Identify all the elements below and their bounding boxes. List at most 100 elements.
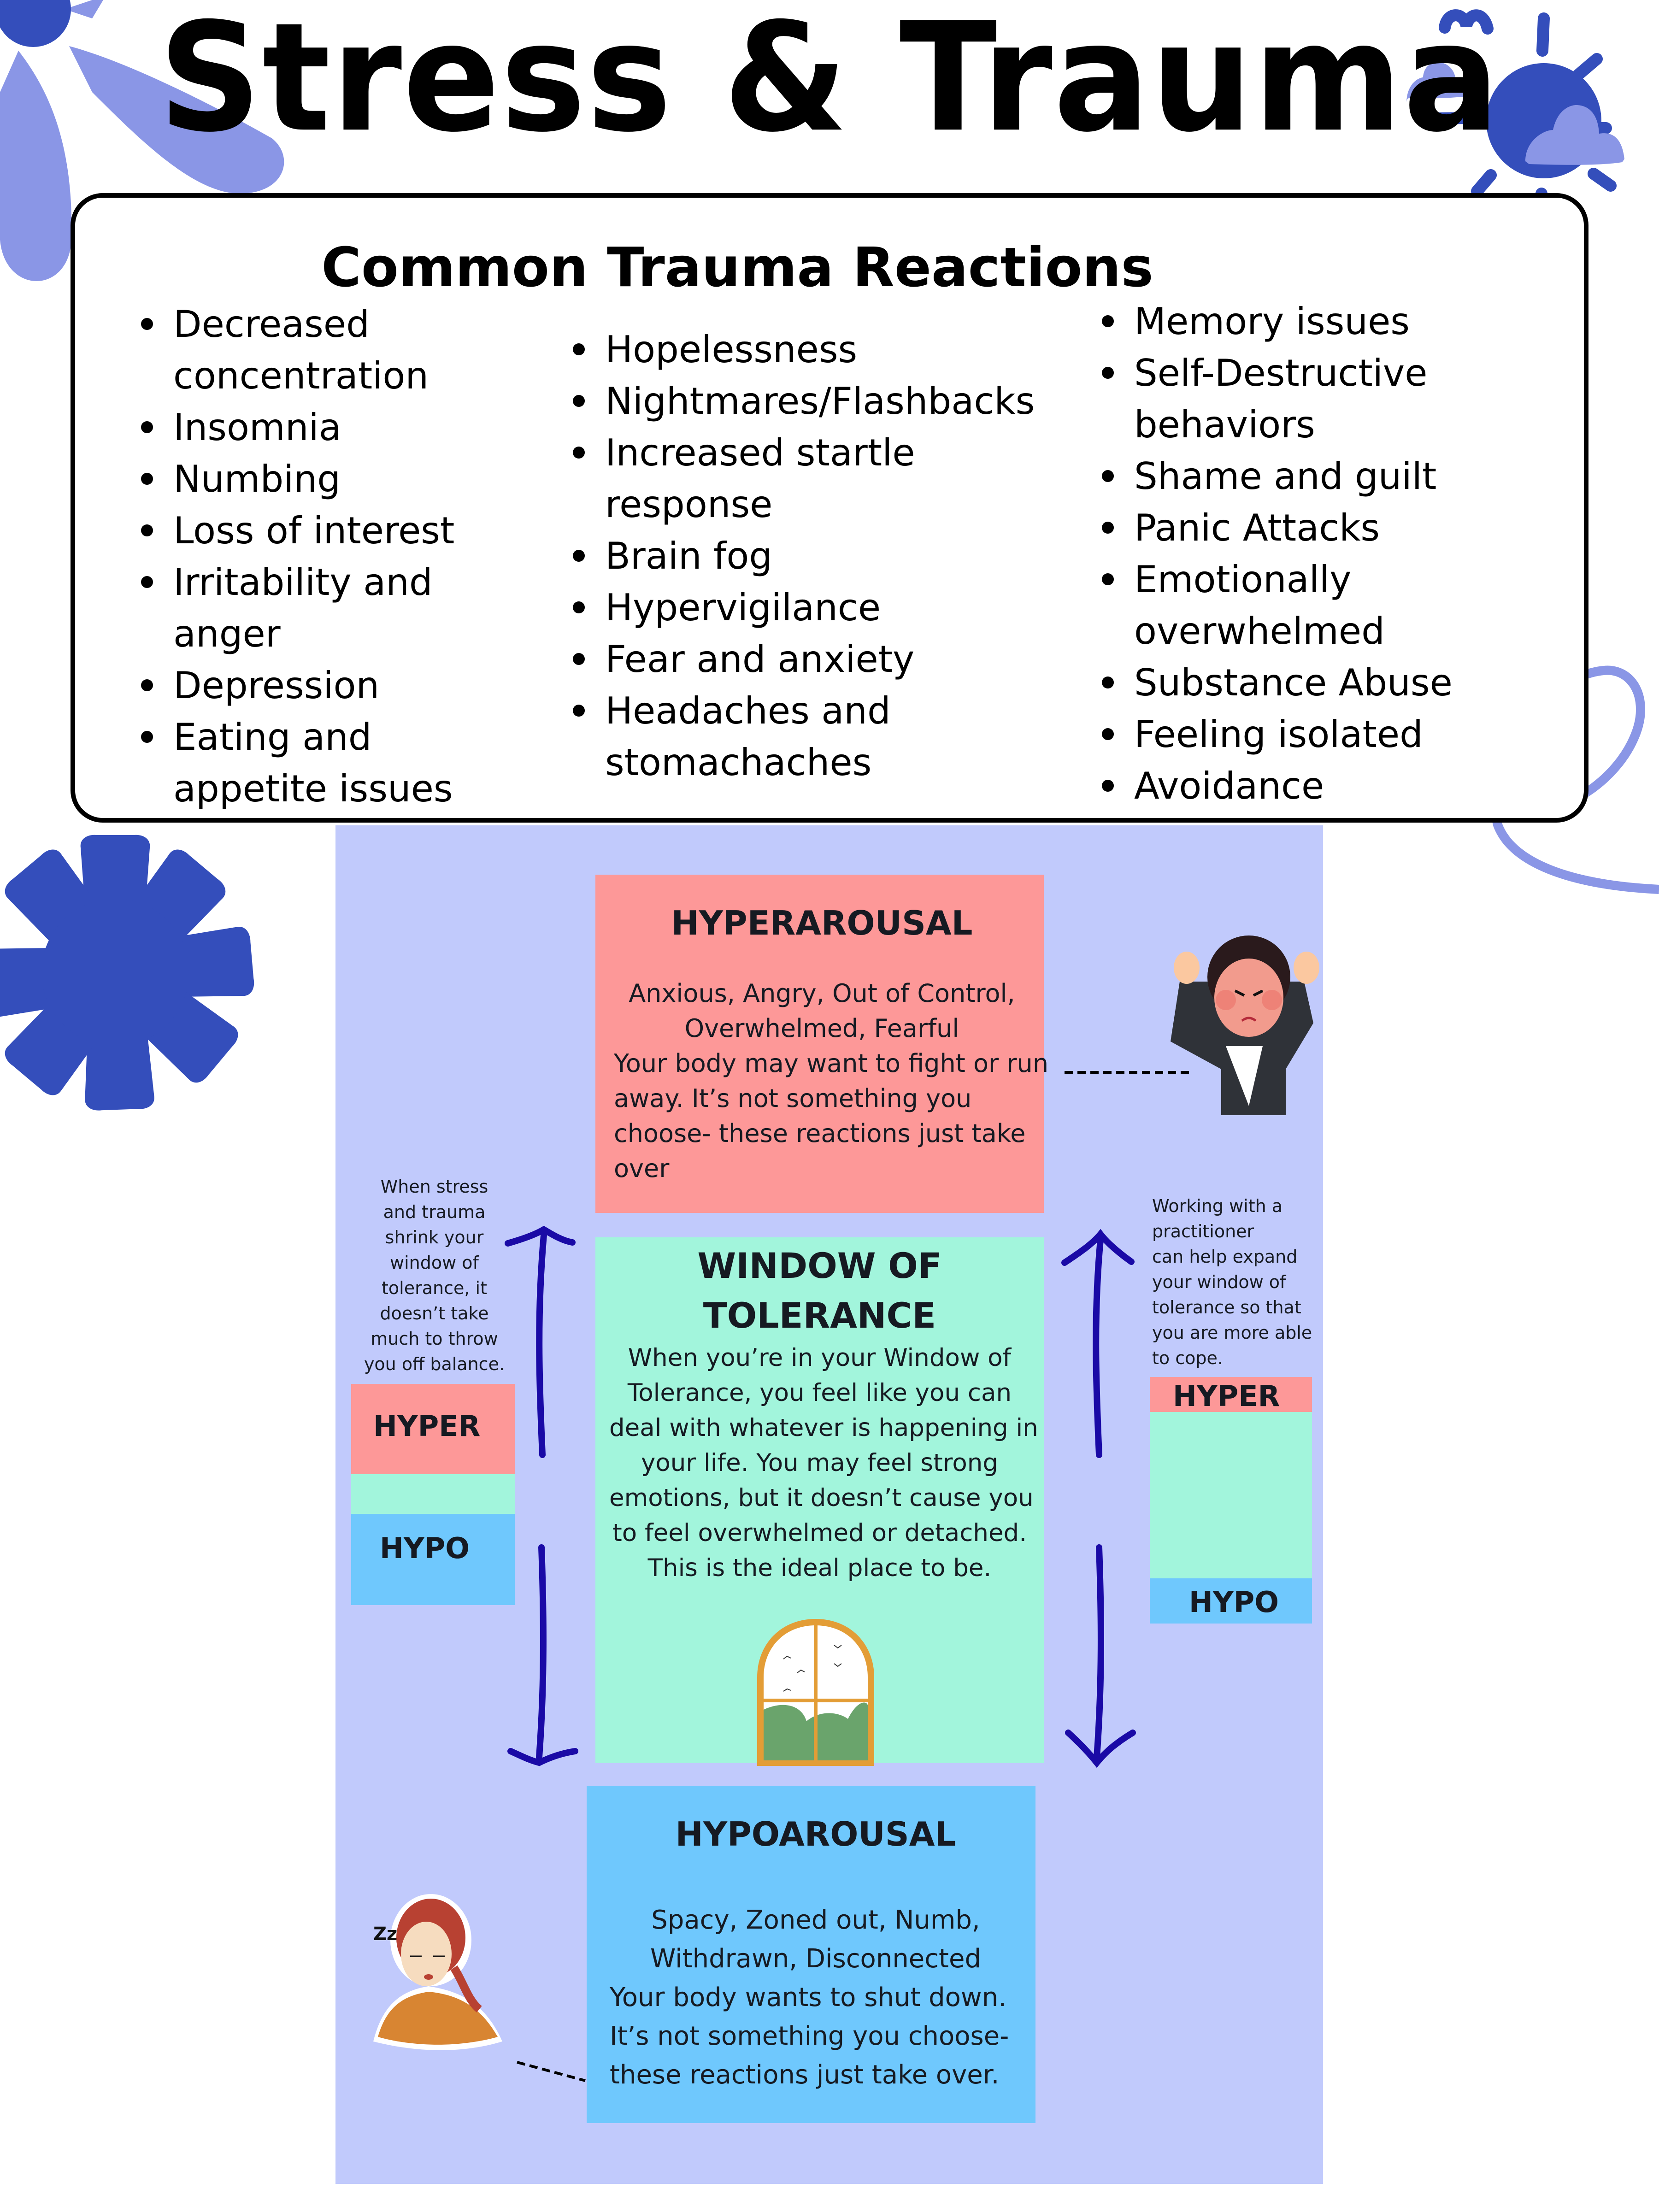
shrunk-window-note-line: doesn’t take bbox=[380, 1303, 489, 1324]
angry-person-illustration-icon bbox=[1171, 935, 1319, 1115]
reaction-item-text: Memory issues bbox=[1134, 300, 1410, 343]
window-of-tolerance-description-line: When you’re in your Window of bbox=[628, 1344, 1012, 1372]
bullet-icon bbox=[1102, 367, 1114, 379]
window-of-tolerance-description-line: This is the ideal place to be. bbox=[647, 1554, 992, 1582]
bullet-icon bbox=[573, 447, 585, 459]
svg-text:Zz: Zz bbox=[373, 1924, 397, 1945]
expanded-window-note-line: tolerance so that bbox=[1152, 1297, 1301, 1318]
reaction-item-text: Substance Abuse bbox=[1134, 661, 1453, 704]
expanded-window-note-line: you are more able bbox=[1152, 1323, 1312, 1343]
bullet-icon bbox=[141, 576, 153, 588]
reaction-item-text: Hypervigilance bbox=[605, 586, 881, 629]
expanded-window-diagram: HYPER HYPO bbox=[1150, 1377, 1312, 1624]
reaction-item: Avoidance bbox=[1102, 760, 1453, 812]
hyper-zone-bar bbox=[1150, 1377, 1312, 1412]
bullet-icon bbox=[1102, 780, 1114, 792]
reaction-item-text: response bbox=[605, 483, 773, 526]
shrunk-window-note-line: you off balance. bbox=[364, 1354, 505, 1374]
reaction-item-text: Hopelessness bbox=[605, 328, 858, 371]
asterisk-decoration-icon bbox=[0, 835, 255, 1111]
hypo-zone-label: HYPO bbox=[1189, 1585, 1279, 1619]
common-reactions-heading: Common Trauma Reactions bbox=[321, 235, 1153, 299]
hyperarousal-description-line: choose- these reactions just take bbox=[614, 1119, 1026, 1148]
bullet-icon bbox=[1102, 315, 1114, 327]
reaction-item-text: Insomnia bbox=[173, 406, 341, 449]
shrunk-window-diagram: HYPER HYPO bbox=[351, 1384, 515, 1605]
reaction-item: Feeling isolated bbox=[1102, 709, 1453, 760]
bullet-icon bbox=[141, 318, 153, 330]
window-illustration-icon bbox=[757, 1618, 874, 1766]
hypoarousal-feelings-line: Withdrawn, Disconnected bbox=[650, 1944, 982, 1974]
reaction-item: Substance Abuse bbox=[1102, 657, 1453, 709]
reaction-item-text: Emotionally bbox=[1134, 558, 1352, 601]
hyperarousal-card: HYPERAROUSAL Anxious, Angry, Out of Cont… bbox=[595, 875, 1049, 1213]
window-of-tolerance-title-line: TOLERANCE bbox=[703, 1295, 936, 1336]
reaction-item-text: Panic Attacks bbox=[1134, 506, 1380, 549]
bullet-icon bbox=[573, 601, 585, 613]
bullet-icon bbox=[141, 473, 153, 485]
reaction-item-text: Depression bbox=[173, 664, 380, 707]
reaction-item: Brain fog bbox=[573, 530, 1035, 582]
reaction-item: Depression bbox=[141, 660, 454, 712]
hyperarousal-title: HYPERAROUSAL bbox=[671, 904, 973, 942]
shrunk-window-note-line: When stress bbox=[380, 1177, 488, 1197]
hyperarousal-feelings: Anxious, Angry, Out of Control,Overwhelm… bbox=[614, 976, 1030, 1046]
hyperarousal-feelings-line: Anxious, Angry, Out of Control, bbox=[629, 979, 1015, 1008]
reaction-item-text: stomachaches bbox=[605, 741, 872, 784]
reaction-item-text: anger bbox=[173, 612, 281, 655]
hypoarousal-title: HYPOAROUSAL bbox=[675, 1815, 956, 1853]
hypo-zone-label: HYPO bbox=[380, 1531, 470, 1565]
bullet-icon bbox=[1102, 728, 1114, 740]
bullet-icon bbox=[573, 343, 585, 355]
shrunk-window-note-line: window of bbox=[390, 1253, 479, 1273]
window-of-tolerance-card: WINDOW OF TOLERANCE When you’re in your W… bbox=[595, 1237, 1044, 1763]
hypo-zone-bar bbox=[1150, 1578, 1312, 1624]
hypoarousal-feelings: Spacy, Zoned out, Numb, Withdrawn, Discon… bbox=[610, 1901, 1022, 1978]
reaction-item-text: Headaches and bbox=[605, 689, 891, 732]
window-of-tolerance-title-line: WINDOW OF bbox=[697, 1245, 942, 1286]
page-title: Stress & Trauma bbox=[158, 0, 1501, 165]
common-reactions-card bbox=[71, 193, 1588, 823]
reaction-item-text: behaviors bbox=[1134, 403, 1315, 446]
reaction-item: Hopelessness bbox=[573, 324, 1035, 376]
shrunk-window-note-line: much to throw bbox=[371, 1329, 498, 1349]
reaction-item-text: Loss of interest bbox=[173, 509, 455, 552]
bullet-icon bbox=[573, 705, 585, 717]
reaction-item-text: Avoidance bbox=[1134, 765, 1324, 807]
left-down-arrow-icon bbox=[507, 1544, 578, 1766]
bullet-icon bbox=[573, 653, 585, 665]
left-up-arrow-icon bbox=[505, 1225, 576, 1458]
expanded-window-note-line: Working with a bbox=[1152, 1196, 1283, 1216]
reaction-item-text: Eating and bbox=[173, 716, 372, 759]
hyperarousal-description-line: over bbox=[614, 1154, 670, 1183]
reaction-item: Nightmares/Flashbacks bbox=[573, 376, 1035, 427]
hypoarousal-description-line: It’s not something you choose- bbox=[610, 2021, 1009, 2051]
expanded-window-note-line: to cope. bbox=[1152, 1348, 1223, 1368]
bullet-icon bbox=[141, 679, 153, 691]
hypoarousal-feelings-line: Spacy, Zoned out, Numb, bbox=[651, 1905, 980, 1935]
window-of-tolerance-description-line: to feel overwhelmed or detached. bbox=[612, 1519, 1027, 1547]
tolerance-zone-bar bbox=[351, 1474, 515, 1514]
hypoarousal-card: HYPOAROUSAL Spacy, Zoned out, Numb, Withd… bbox=[587, 1786, 1035, 2123]
expanded-window-note-line: can help expand bbox=[1152, 1247, 1298, 1267]
reaction-item: Loss of interest bbox=[141, 505, 455, 557]
right-down-arrow-icon bbox=[1065, 1544, 1136, 1768]
hypoarousal-description-line: Your body wants to shut down. bbox=[610, 1983, 1007, 2012]
hyperarousal-description-line: Your body may want to fight or run bbox=[614, 1049, 1049, 1078]
reaction-item-text: Feeling isolated bbox=[1134, 713, 1423, 756]
bullet-icon bbox=[141, 524, 153, 536]
flower-center-icon bbox=[0, 0, 71, 47]
reaction-item-text: Decreased bbox=[173, 303, 370, 346]
reaction-item: Panic Attacks bbox=[1102, 502, 1453, 554]
reaction-item-text: concentration bbox=[173, 354, 429, 397]
reaction-item: Fear and anxiety bbox=[573, 634, 1035, 685]
window-of-tolerance-title: WINDOW OF TOLERANCE bbox=[609, 1241, 1030, 1341]
